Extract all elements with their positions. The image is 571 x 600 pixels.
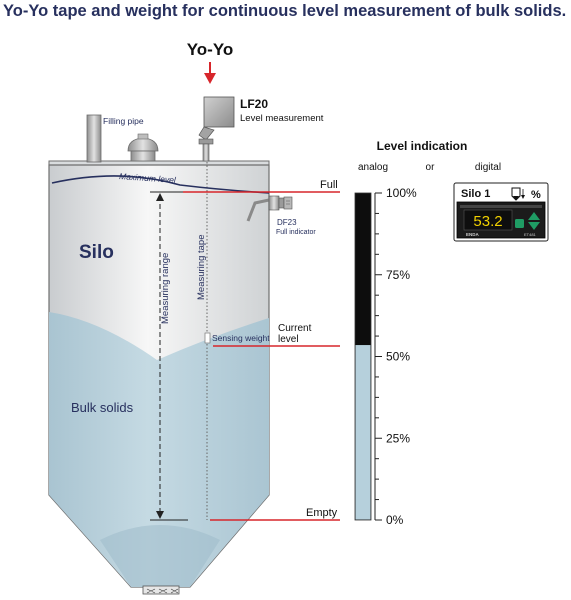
df23-full-indicator-icon [246, 195, 293, 222]
sensing-weight-label: Sensing weight [212, 333, 270, 343]
or-label: or [426, 162, 436, 173]
digital-label: digital [475, 162, 501, 173]
diagram-title: Yo-Yo tape and weight for continuous lev… [3, 2, 566, 20]
display-header-label: Silo 1 [461, 188, 490, 200]
silo [48, 160, 270, 595]
scale-label: 25% [386, 431, 410, 445]
filling-pipe [86, 114, 102, 163]
measuring-range-label: Measuring range [160, 253, 171, 324]
full-level-label: Full [320, 179, 338, 191]
df23-description-label: Full indicator [276, 229, 316, 236]
scale-label: 100% [386, 186, 417, 200]
bulk-solids-label: Bulk solids [71, 400, 134, 415]
lf20-description-label: Level measurement [240, 113, 324, 124]
df23-model-label: DF23 [277, 218, 297, 227]
maximum-level-line [51, 175, 270, 194]
current-level-label-line1: Current [278, 323, 312, 334]
maximum-level-label: Maximum level [119, 171, 177, 185]
display-brand-label: ENDA [466, 232, 480, 237]
vent-dome-icon [127, 133, 159, 162]
measuring-range-dimension [150, 191, 188, 521]
scale-label: 0% [386, 513, 404, 527]
device-name-label: Yo-Yo [187, 40, 234, 59]
digital-display-device: Silo 1 % 53.2 ENDA ET481 [453, 182, 549, 242]
display-down-button[interactable] [528, 222, 540, 230]
filling-pipe-label: Filling pipe [103, 116, 144, 126]
display-model-label: ET481 [524, 232, 537, 237]
display-value-readout: 53.2 [473, 213, 502, 230]
bulk-solids-fill [49, 312, 269, 587]
scale-label: 75% [386, 268, 410, 282]
display-unit-label: % [531, 189, 541, 201]
silo-label: Silo [79, 242, 114, 263]
lf20-device-icon [198, 96, 235, 162]
measuring-tape-label: Measuring tape [196, 235, 207, 300]
lf20-model-label: LF20 [240, 97, 268, 111]
analog-label: analog [358, 162, 388, 173]
current-level-label-line2: level [278, 334, 299, 345]
empty-level-label: Empty [306, 507, 338, 519]
sensor-down-arrow-icon [511, 187, 525, 201]
display-set-button[interactable] [515, 219, 524, 228]
analog-level-bar [354, 192, 382, 521]
analog-level-fill [355, 345, 371, 520]
level-indication-title: Level indication [377, 139, 468, 153]
red-down-arrow-icon [204, 62, 216, 84]
sensing-weight-marker [204, 332, 211, 344]
display-up-button[interactable] [528, 212, 540, 220]
scale-label: 50% [386, 350, 410, 364]
